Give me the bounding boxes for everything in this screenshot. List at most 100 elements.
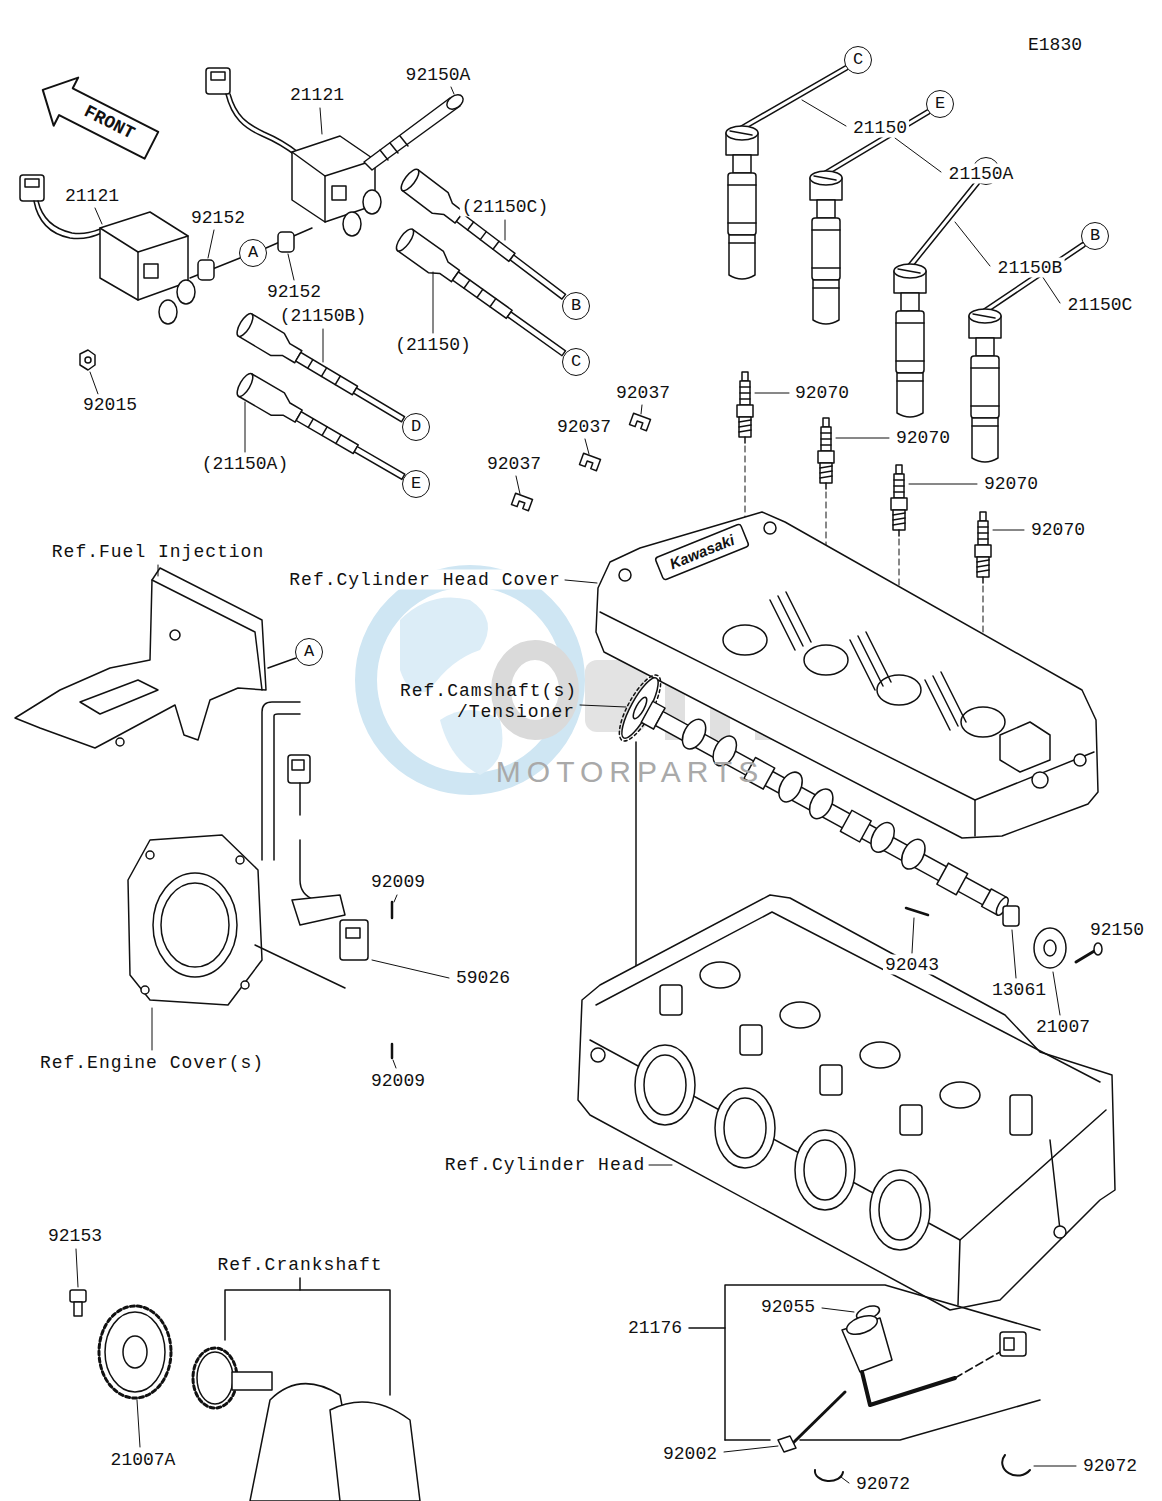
part-number-text: 92152	[265, 282, 323, 302]
camshaft	[612, 670, 1102, 975]
reference-note: Ref.Cylinder Head Cover	[287, 570, 562, 591]
part-number: 21150A	[947, 164, 1016, 185]
part-number: 21150B	[996, 258, 1065, 279]
part-number: 92072	[854, 1474, 912, 1495]
part-number-text: 92037	[614, 383, 672, 403]
engine-cover	[128, 702, 392, 1058]
part-number: 92153	[46, 1226, 104, 1247]
callout-letter-text: B	[571, 296, 581, 316]
leader-lines	[76, 87, 1076, 1483]
reference-note: Ref.Camshaft(s) /Tensioner	[387, 681, 577, 723]
cylinder-head-cover	[596, 512, 1098, 838]
callout-letter-text: E	[411, 474, 421, 494]
part-number: 92150A	[404, 65, 473, 86]
part-number-text: 21121	[63, 186, 121, 206]
part-number-text: 21150B	[996, 258, 1065, 278]
camshaft-sensor	[689, 1285, 1040, 1481]
part-number: 21007A	[109, 1450, 178, 1471]
part-number: 92055	[759, 1297, 817, 1318]
diagram-code-text: E1830	[1026, 35, 1084, 55]
callout-letter-text: E	[935, 94, 945, 114]
part-number: 92009	[369, 1071, 427, 1092]
watermark-text: MOTORPARTS	[494, 755, 766, 788]
part-number: 21150	[851, 118, 909, 139]
callout-letter-text: C	[853, 50, 863, 70]
plug-cap	[726, 68, 1083, 462]
part-number-text: (21150C)	[460, 197, 550, 217]
part-number: 13061	[990, 980, 1048, 1001]
part-number: 92037	[555, 417, 613, 438]
part-number-text: (21150A)	[200, 454, 290, 474]
part-number: 21121	[288, 85, 346, 106]
callout-letter: B	[562, 292, 590, 320]
part-number-text: 92152	[189, 208, 247, 228]
reference-note-text: Ref.Cylinder Head Cover	[287, 570, 562, 590]
crankshaft	[70, 1278, 420, 1501]
diagram-code: E1830	[1026, 35, 1084, 56]
part-number-text: 92043	[883, 955, 941, 975]
ignition-coil	[20, 175, 195, 324]
part-number: 92070	[1029, 520, 1087, 541]
part-number-text: 13061	[990, 980, 1048, 1000]
part-number-text: 21150	[851, 118, 909, 138]
reference-note-text: Ref.Engine Cover(s)	[38, 1053, 266, 1073]
part-number: 21121	[63, 186, 121, 207]
part-number-text: 92072	[854, 1474, 912, 1494]
callout-letter: D	[402, 413, 430, 441]
part-number-text: 92150	[1088, 920, 1146, 940]
callout-letter: E	[926, 90, 954, 118]
part-number: 92037	[614, 383, 672, 404]
part-number-text: 21150A	[947, 164, 1016, 184]
part-number: (21150)	[393, 335, 473, 356]
callout-letter-text: D	[411, 417, 421, 437]
part-number-text: 21176	[626, 1318, 684, 1338]
part-number-text: 59026	[454, 968, 512, 988]
front-arrow	[30, 66, 163, 170]
cylinder-head	[578, 895, 1115, 1310]
callout-letter: E	[402, 470, 430, 498]
part-number-text: 92015	[81, 395, 139, 415]
part-number: 92072	[1081, 1456, 1139, 1477]
part-number: 92043	[883, 955, 941, 976]
fuel-injection-bracket	[15, 568, 296, 748]
part-number-text: 92055	[759, 1297, 817, 1317]
part-number-text: 92153	[46, 1226, 104, 1246]
part-number: 92070	[982, 474, 1040, 495]
part-number-text: 21150C	[1066, 295, 1135, 315]
part-number-text: (21150)	[393, 335, 473, 355]
part-number: (21150B)	[278, 306, 368, 327]
plug-lead	[234, 167, 572, 488]
callout-letter-text: A	[304, 642, 314, 662]
part-number: (21150A)	[200, 454, 290, 475]
part-number-text: 92070	[1029, 520, 1087, 540]
reference-note-text: Ref.Fuel Injection	[50, 542, 266, 562]
part-number: 59026	[454, 968, 512, 989]
part-number: 92070	[793, 383, 851, 404]
watermark: MOTORPARTS	[494, 755, 766, 789]
part-number: 92002	[661, 1444, 719, 1465]
part-number: 92150	[1088, 920, 1146, 941]
callout-letter-text: B	[1090, 226, 1100, 246]
part-number-text: 21007	[1034, 1017, 1092, 1037]
callout-letter: A	[295, 638, 323, 666]
part-number-text: 92009	[369, 1071, 427, 1091]
reference-note: Ref.Cylinder Head	[443, 1155, 648, 1176]
part-number: 92009	[369, 872, 427, 893]
part-number-text: 92070	[982, 474, 1040, 494]
callout-letter: B	[1081, 222, 1109, 250]
part-number: 92152	[265, 282, 323, 303]
callout-letter: A	[239, 239, 267, 267]
reference-note-text: Ref.Camshaft(s) /Tensioner	[398, 681, 577, 722]
part-number-text: 21121	[288, 85, 346, 105]
part-number: 92015	[81, 395, 139, 416]
reference-note: Ref.Engine Cover(s)	[38, 1053, 266, 1074]
part-number-text: 21007A	[109, 1450, 178, 1470]
callout-letter: C	[844, 46, 872, 74]
part-number-text: 92070	[793, 383, 851, 403]
reference-note-text: Ref.Cylinder Head	[443, 1155, 648, 1175]
part-number-text: 92002	[661, 1444, 719, 1464]
reference-note-text: Ref.Crankshaft	[215, 1255, 384, 1275]
part-number: 92070	[894, 428, 952, 449]
